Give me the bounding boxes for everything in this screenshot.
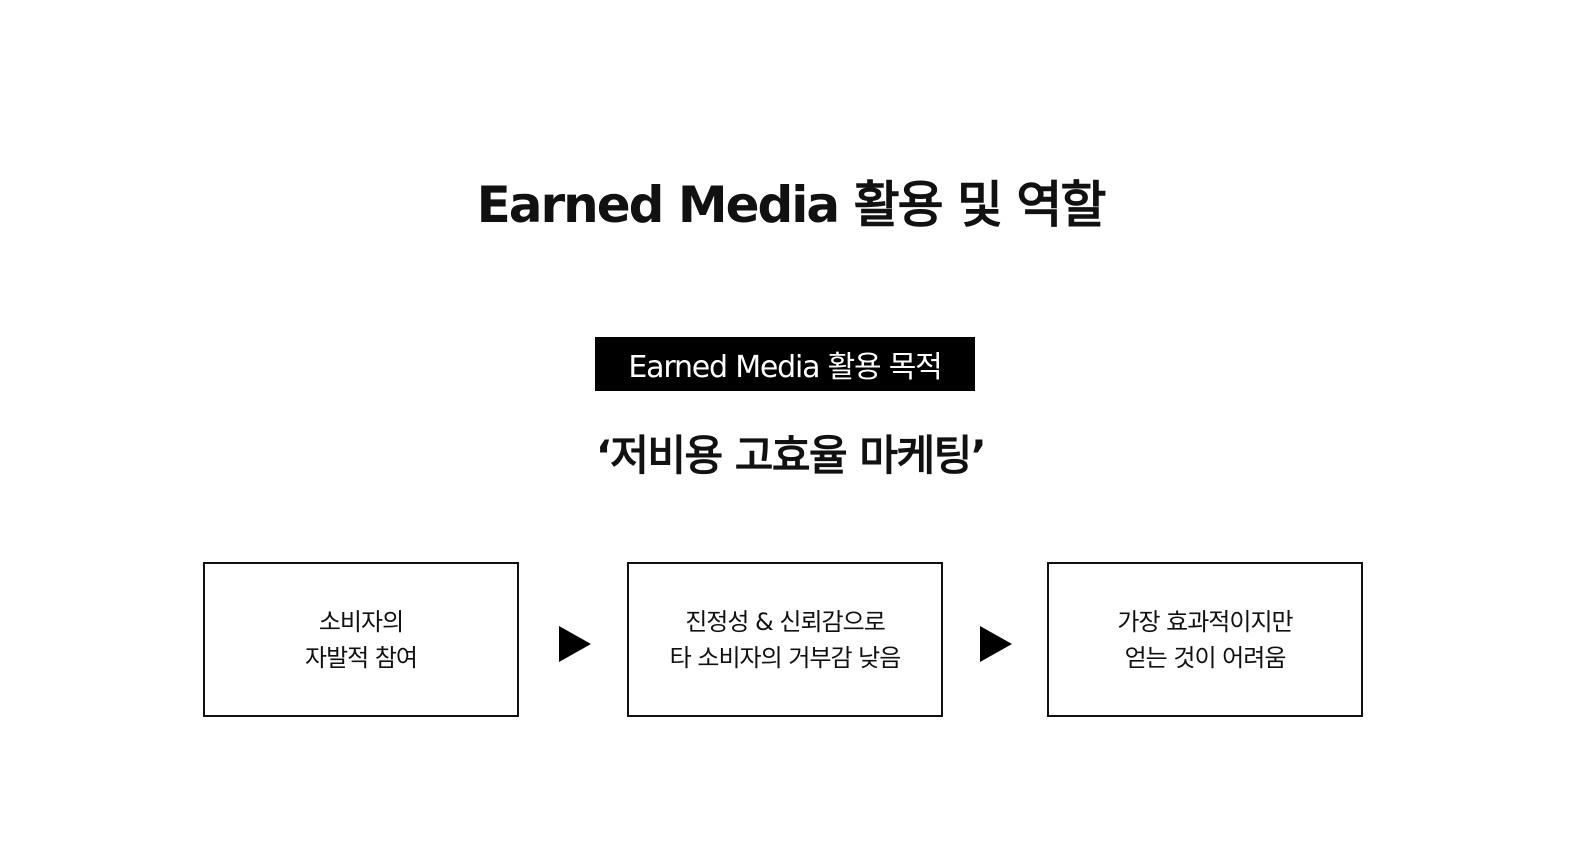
- flow-box-line: 자발적 참여: [304, 643, 418, 672]
- purpose-badge-label: Earned Media 활용 목적: [628, 350, 942, 385]
- flow-box-text: 진정성 & 신뢰감으로 타 소비자의 거부감 낮음: [669, 604, 902, 676]
- flow-box-consumer-participation: 소비자의 자발적 참여: [203, 562, 519, 717]
- triangle-right-icon: [559, 626, 591, 662]
- slogan: ‘저비용 고효율 마케팅’: [595, 431, 987, 480]
- flow-box-line: 얻는 것이 어려움: [1124, 643, 1287, 672]
- flow-box-line: 타 소비자의 거부감 낮음: [669, 643, 902, 672]
- flow-box-line: 진정성 & 신뢰감으로: [685, 607, 886, 636]
- purpose-badge: Earned Media 활용 목적: [595, 337, 975, 391]
- flow-box-most-effective: 가장 효과적이지만 얻는 것이 어려움: [1047, 562, 1363, 717]
- triangle-right-icon: [980, 626, 1012, 662]
- flow-box-line: 소비자의: [318, 607, 404, 636]
- slide-title: Earned Media 활용 및 역할: [476, 176, 1107, 234]
- flow-box-text: 가장 효과적이지만 얻는 것이 어려움: [1117, 604, 1293, 676]
- flow-box-text: 소비자의 자발적 참여: [304, 604, 418, 676]
- flow-box-authenticity-trust: 진정성 & 신뢰감으로 타 소비자의 거부감 낮음: [627, 562, 943, 717]
- flow-box-line: 가장 효과적이지만: [1117, 607, 1293, 636]
